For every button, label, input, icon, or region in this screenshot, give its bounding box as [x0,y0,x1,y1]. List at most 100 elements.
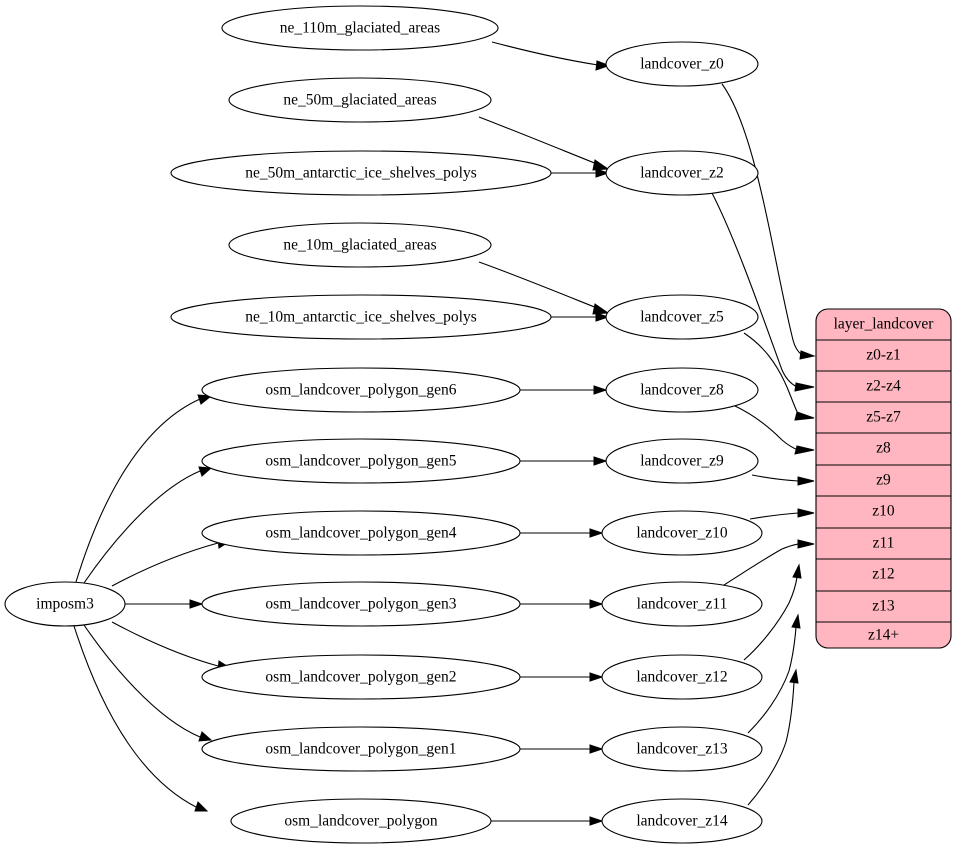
table-row[interactable]: z11 [816,535,951,560]
node-ne-110m-glaciated-areas[interactable]: ne_110m_glaciated_areas [221,5,499,51]
node-ne-10m-glaciated-areas[interactable]: ne_10m_glaciated_areas [228,222,492,268]
node-osm-landcover-polygon-gen2[interactable]: osm_landcover_polygon_gen2 [201,654,521,700]
edge-imposm3-to-gen1 [83,624,213,742]
table-row-label: z11 [873,535,895,552]
edge-polygon-to-z14 [491,816,604,826]
table-row[interactable]: z5-z7 [816,409,951,434]
edge-gen3-to-z11 [520,599,604,609]
edge-z11-to-row-z11 [723,539,815,586]
node-landcover-z5[interactable]: landcover_z5 [605,294,759,340]
node-label: ne_50m_glaciated_areas [283,92,436,109]
edge-z14-to-row-z14plus [747,668,799,806]
edge-z0-to-row-z0z1 [721,83,816,360]
edge-imposm3-to-gen3 [125,599,204,609]
node-label: landcover_z8 [640,382,724,399]
edge-gen6-to-z8 [520,385,608,395]
table-row[interactable]: z13 [816,598,951,623]
edge-imposm3-to-gen2 [111,621,232,671]
node-osm-landcover-polygon-gen4[interactable]: osm_landcover_polygon_gen4 [201,510,521,556]
edge-z12-to-row-z12 [743,563,802,661]
edge-z5-to-row-z5z7 [743,332,815,421]
edge-ne10m-antarctic-to-z5 [551,312,610,322]
node-ne-50m-antarctic-ice-shelves-polys[interactable]: ne_50m_antarctic_ice_shelves_polys [170,150,552,196]
node-label: landcover_z0 [640,56,724,73]
node-landcover-z12[interactable]: landcover_z12 [601,654,763,700]
edge-imposm3-to-gen4 [111,538,232,587]
table-row[interactable]: z14+ [868,627,899,644]
node-landcover-z11[interactable]: landcover_z11 [601,581,763,627]
table-header-label: layer_landcover [834,316,935,333]
table-row-label: z2-z4 [866,378,901,395]
node-landcover-z9[interactable]: landcover_z9 [605,438,759,484]
node-landcover-z8[interactable]: landcover_z8 [605,367,759,413]
edge-z8-to-row-z8 [734,405,815,455]
node-label: landcover_z12 [636,669,727,686]
source-node-layer: imposm3 ne_110m_glaciated_areas ne_50m_g… [4,5,552,844]
node-label: osm_landcover_polygon [284,813,438,830]
node-osm-landcover-polygon-gen1[interactable]: osm_landcover_polygon_gen1 [201,726,521,772]
edge-z9-to-row-z9 [751,474,815,486]
node-label: ne_10m_glaciated_areas [283,237,436,254]
table-row-label: z14+ [868,627,899,644]
table-row-label: z12 [872,566,894,583]
table-row[interactable]: z9 [816,472,951,497]
edge-ne50m-antarctic-to-z2 [551,168,610,178]
node-label: ne_110m_glaciated_areas [280,20,440,37]
table-row[interactable]: z8 [816,440,951,466]
node-label: landcover_z11 [637,596,728,613]
edge-ne110m-to-z0 [491,41,611,71]
node-landcover-z14[interactable]: landcover_z14 [601,798,763,844]
node-label: osm_landcover_polygon_gen3 [265,596,456,613]
table-layer-landcover[interactable]: layer_landcover z0-z1 z2-z4 z5-z7 z8 z9 … [815,308,952,649]
edge-gen5-to-z9 [520,456,608,466]
table-row-label: z10 [872,503,895,520]
node-label: imposm3 [36,596,94,613]
edge-z2-to-row-z2z4 [711,192,815,392]
node-label: landcover_z2 [640,165,724,182]
edge-imposm3-to-gen5 [83,466,213,584]
edge-ne10m-glaciated-to-z5 [478,261,610,315]
table-row-label: z8 [876,440,891,457]
node-label: landcover_z14 [636,813,727,830]
node-imposm3[interactable]: imposm3 [4,581,126,627]
node-label: osm_landcover_polygon_gen4 [265,525,456,542]
node-label: landcover_z9 [640,453,724,470]
layer-node-layer: landcover_z0 landcover_z2 landcover_z5 l… [601,41,763,844]
node-label: osm_landcover_polygon_gen2 [265,669,456,686]
node-label: ne_10m_antarctic_ice_shelves_polys [245,309,477,326]
table-row-label: z0-z1 [866,347,900,364]
node-landcover-z2[interactable]: landcover_z2 [605,150,759,196]
node-ne-50m-glaciated-areas[interactable]: ne_50m_glaciated_areas [228,77,492,123]
edge-layer [73,41,816,826]
node-osm-landcover-polygon[interactable]: osm_landcover_polygon [230,798,492,844]
table-row-label: z13 [872,598,895,615]
edge-gen1-to-z13 [520,744,604,754]
node-landcover-z10[interactable]: landcover_z10 [601,510,763,556]
edge-ne50m-glaciated-to-z2 [478,116,610,171]
table-header-cell: layer_landcover [816,316,951,341]
node-landcover-z13[interactable]: landcover_z13 [601,726,763,772]
node-label: osm_landcover_polygon_gen1 [265,741,456,758]
table-row[interactable]: z10 [816,503,951,529]
node-label: landcover_z5 [640,309,724,326]
edge-z13-to-row-z13 [747,613,801,734]
table-row[interactable]: z12 [816,566,951,592]
table-row[interactable]: z0-z1 [816,347,951,372]
table-row-label: z5-z7 [866,409,901,426]
table-row-label: z9 [876,472,891,489]
table-row[interactable]: z2-z4 [816,378,951,403]
edge-gen4-to-z10 [520,528,604,538]
node-ne-10m-antarctic-ice-shelves-polys[interactable]: ne_10m_antarctic_ice_shelves_polys [170,294,552,340]
edge-imposm3-to-polygon [73,625,209,812]
node-osm-landcover-polygon-gen3[interactable]: osm_landcover_polygon_gen3 [201,581,521,627]
node-label: ne_50m_antarctic_ice_shelves_polys [245,165,477,182]
node-landcover-z0[interactable]: landcover_z0 [605,41,759,87]
edge-gen2-to-z12 [520,672,604,682]
edge-imposm3-to-gen6 [75,394,213,583]
node-osm-landcover-polygon-gen6[interactable]: osm_landcover_polygon_gen6 [201,367,521,413]
node-osm-landcover-polygon-gen5[interactable]: osm_landcover_polygon_gen5 [201,438,521,484]
node-label: landcover_z13 [636,741,727,758]
node-label: osm_landcover_polygon_gen6 [265,382,456,399]
node-label: landcover_z10 [636,525,727,542]
